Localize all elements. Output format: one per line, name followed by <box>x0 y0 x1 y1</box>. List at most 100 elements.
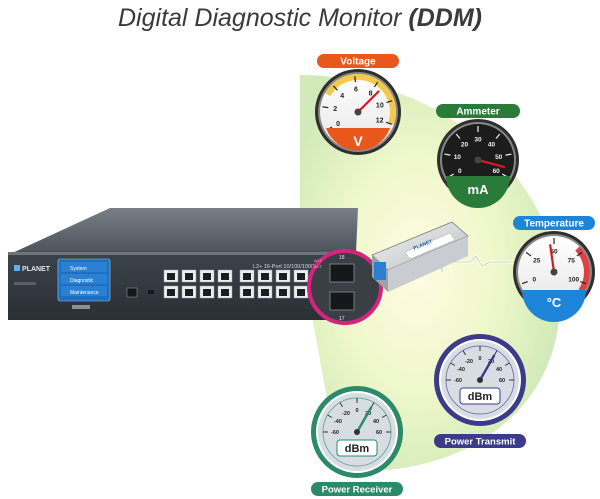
gauge-tick-label: 2 <box>333 106 337 113</box>
gauge-unit: dBm <box>345 443 370 455</box>
gauge-tick <box>444 153 451 156</box>
gauge-tick <box>386 100 393 104</box>
gauge-title: Ammeter <box>456 107 499 118</box>
gauge-tick-label: 8 <box>369 90 373 97</box>
gauge-tick <box>494 350 498 356</box>
gauge-tick <box>505 153 512 156</box>
rj45-port-socket <box>261 273 269 280</box>
rj45-port-socket <box>279 289 287 296</box>
gauge-tick-label: -40 <box>457 367 465 373</box>
sfp-module-label <box>404 232 456 260</box>
gauge-tick-label: 0 <box>355 408 358 414</box>
gauge-unit: dBm <box>468 391 493 403</box>
gauge-unit: °C <box>547 295 562 310</box>
switch-model-text: L2+ 16-Port 10/100/1000T + <box>253 264 322 270</box>
gauge-tick <box>525 252 532 257</box>
gauge-needle <box>356 90 380 114</box>
gauge-needle <box>478 354 496 382</box>
gauge-unit: mA <box>468 182 490 197</box>
gauge-tick-label: 6 <box>354 87 358 94</box>
power-transmit-gauge: -60-40-200204060dBmPower Transmit <box>434 334 526 448</box>
gauge-tick-label: 30 <box>474 137 482 144</box>
gauge-tick-label: 0 <box>532 277 536 284</box>
gauge-tick-label: 40 <box>496 367 502 373</box>
gauge-tick-label: -20 <box>465 359 473 365</box>
title-emphasis: (DDM) <box>408 4 482 32</box>
switch-brand-mark <box>14 265 20 271</box>
network-switch: PLANET System Diagnostic Maintenance L2+… <box>8 208 358 320</box>
sfp-label-top: 18 <box>339 255 345 261</box>
gauge-tick-label: 40 <box>488 141 496 148</box>
gauge-tick-label: 60 <box>376 430 382 436</box>
gauge-title-pill <box>317 54 399 68</box>
gauge-tick-label: 0 <box>458 168 462 175</box>
gauge-title-pill <box>434 434 526 448</box>
rj45-port-socket <box>167 273 175 280</box>
rj45-port-socket <box>297 273 305 280</box>
gauge-tick <box>327 414 333 418</box>
switch-brand: PLANET <box>22 266 51 273</box>
gauge-tick-label: 100 <box>568 277 579 284</box>
sfp-label-bottom: 17 <box>339 316 345 322</box>
rj45-port-socket <box>185 289 193 296</box>
gauge-color-band <box>325 74 396 125</box>
gauge-hub <box>354 429 360 435</box>
gauge-tick <box>373 81 379 88</box>
switch-front-highlight <box>8 252 358 255</box>
mini-usb-port <box>148 290 154 294</box>
gauge-tick-label: 12 <box>376 117 384 124</box>
switch-top <box>8 208 358 255</box>
lcd-item-system-label: System <box>70 266 87 272</box>
gauge-title: Power Receiver <box>322 485 393 496</box>
lcd-item-maintenance <box>61 286 107 296</box>
gauge-unit-badge <box>522 290 586 322</box>
power-receiver-gauge: -60-40-200204060dBmPower Receiver <box>311 386 403 496</box>
rj45-port-socket <box>221 273 229 280</box>
gauge-hub <box>550 268 558 276</box>
gauge-tick <box>580 281 587 285</box>
gauge-title-pill <box>436 104 520 118</box>
gauge-tick <box>385 121 393 125</box>
lcd-item-system <box>61 262 107 272</box>
lcd-item-diagnostic-label: Diagnostic <box>70 278 94 284</box>
gauge-unit: V <box>353 133 363 149</box>
gauge-unit-box <box>336 439 378 457</box>
rj45-port-block <box>163 269 309 299</box>
lcd-item-maintenance-label: Maintenance <box>70 290 99 296</box>
gauge-title-pill <box>311 482 403 496</box>
gauge-tick <box>455 133 461 139</box>
rj45-port-socket <box>203 289 211 296</box>
gauge-needle <box>549 244 556 274</box>
gauge-tick-label: 50 <box>495 154 503 161</box>
rj45-port-socket <box>243 289 251 296</box>
rj45-port-socket <box>297 289 305 296</box>
sfp-cage-bottom <box>329 291 355 311</box>
gauge-tick <box>504 362 510 366</box>
gauge-tick-label: 0 <box>478 356 481 362</box>
gauge-tick-label: -20 <box>342 411 350 417</box>
rj45-port-socket <box>203 273 211 280</box>
gauge-tick-label: 40 <box>373 419 379 425</box>
lcd-item-diagnostic <box>61 274 107 284</box>
rj45-port-socket <box>243 273 251 280</box>
gauge-unit-box <box>459 387 501 405</box>
sfp-module-front <box>388 236 468 292</box>
rj45-port-socket <box>221 289 229 296</box>
gauge-needle <box>355 406 373 434</box>
gauge-title: Temperature <box>524 219 584 230</box>
gauge-tick <box>495 133 501 139</box>
sfp-cage-top <box>329 263 355 283</box>
sfp-magnifier: 18 17 ACT ACT <box>307 249 383 325</box>
gauge-unit-badge <box>326 128 390 151</box>
gauge-hub <box>477 377 483 383</box>
gauge-tick-label: 0 <box>336 121 340 128</box>
gauge-tick <box>371 402 375 408</box>
gauge-title: Power Transmit <box>445 437 517 448</box>
gauge-tick-label: 25 <box>533 257 541 264</box>
rj45-port-socket <box>185 273 193 280</box>
page-title: Digital Diagnostic Monitor (DDM) <box>0 0 600 36</box>
rj45-port-socket <box>261 289 269 296</box>
